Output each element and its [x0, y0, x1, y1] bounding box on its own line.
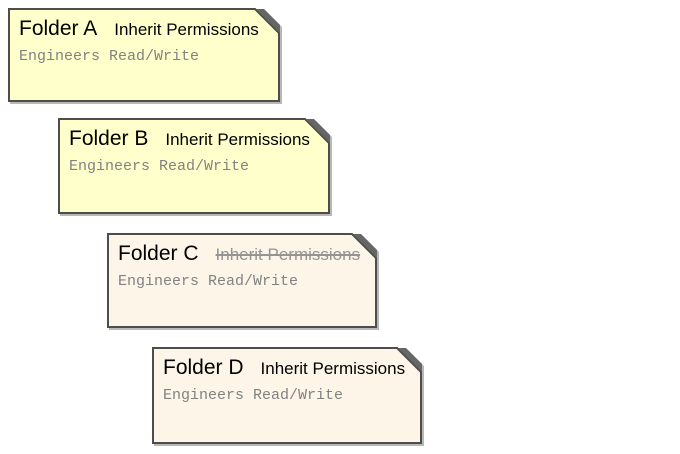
- note-body: [152, 347, 422, 444]
- folder-name: Folder D: [163, 356, 244, 379]
- folder-name: Folder C: [118, 242, 199, 265]
- fold-corner-icon: [353, 234, 377, 258]
- note-title-row: Folder C Inherit Permissions: [118, 242, 363, 266]
- note-text: Folder D Inherit Permissions Engineers R…: [152, 347, 422, 404]
- note-body: [107, 233, 377, 328]
- note-body: [8, 8, 280, 102]
- note-folder-d: Folder D Inherit Permissions Engineers R…: [152, 347, 422, 444]
- note-text: Folder A Inherit Permissions Engineers R…: [8, 8, 280, 65]
- note-text: Folder B Inherit Permissions Engineers R…: [58, 118, 330, 175]
- fold-corner-icon: [256, 9, 280, 33]
- acl-entry: Engineers Read/Write: [118, 273, 299, 290]
- note-folder-c: Folder C Inherit Permissions Engineers R…: [107, 233, 377, 328]
- fold-corner-icon: [398, 348, 422, 372]
- inherit-permissions-label: Inherit Permissions: [114, 20, 259, 39]
- note-shape: [152, 347, 422, 444]
- note-folder-a: Folder A Inherit Permissions Engineers R…: [8, 8, 280, 102]
- acl-entry: Engineers Read/Write: [19, 48, 200, 65]
- note-shape: [8, 8, 280, 102]
- note-title-row: Folder B Inherit Permissions: [69, 127, 316, 151]
- note-shape: [107, 233, 377, 328]
- note-shape: [58, 118, 330, 214]
- note-folder-b: Folder B Inherit Permissions Engineers R…: [58, 118, 330, 214]
- acl-entry: Engineers Read/Write: [163, 387, 344, 404]
- inherit-permissions-label: Inherit Permissions: [165, 130, 310, 149]
- fold-corner-icon: [306, 119, 330, 143]
- note-title-row: Folder D Inherit Permissions: [163, 356, 408, 380]
- note-body: [58, 118, 330, 214]
- inherit-permissions-label-struck: Inherit Permissions: [215, 245, 361, 264]
- acl-entry: Engineers Read/Write: [69, 158, 250, 175]
- folder-name: Folder B: [69, 127, 149, 150]
- inherit-permissions-label: Inherit Permissions: [260, 359, 406, 378]
- folder-name: Folder A: [19, 17, 98, 40]
- note-text: Folder C Inherit Permissions Engineers R…: [107, 233, 377, 290]
- note-title-row: Folder A Inherit Permissions: [19, 17, 266, 41]
